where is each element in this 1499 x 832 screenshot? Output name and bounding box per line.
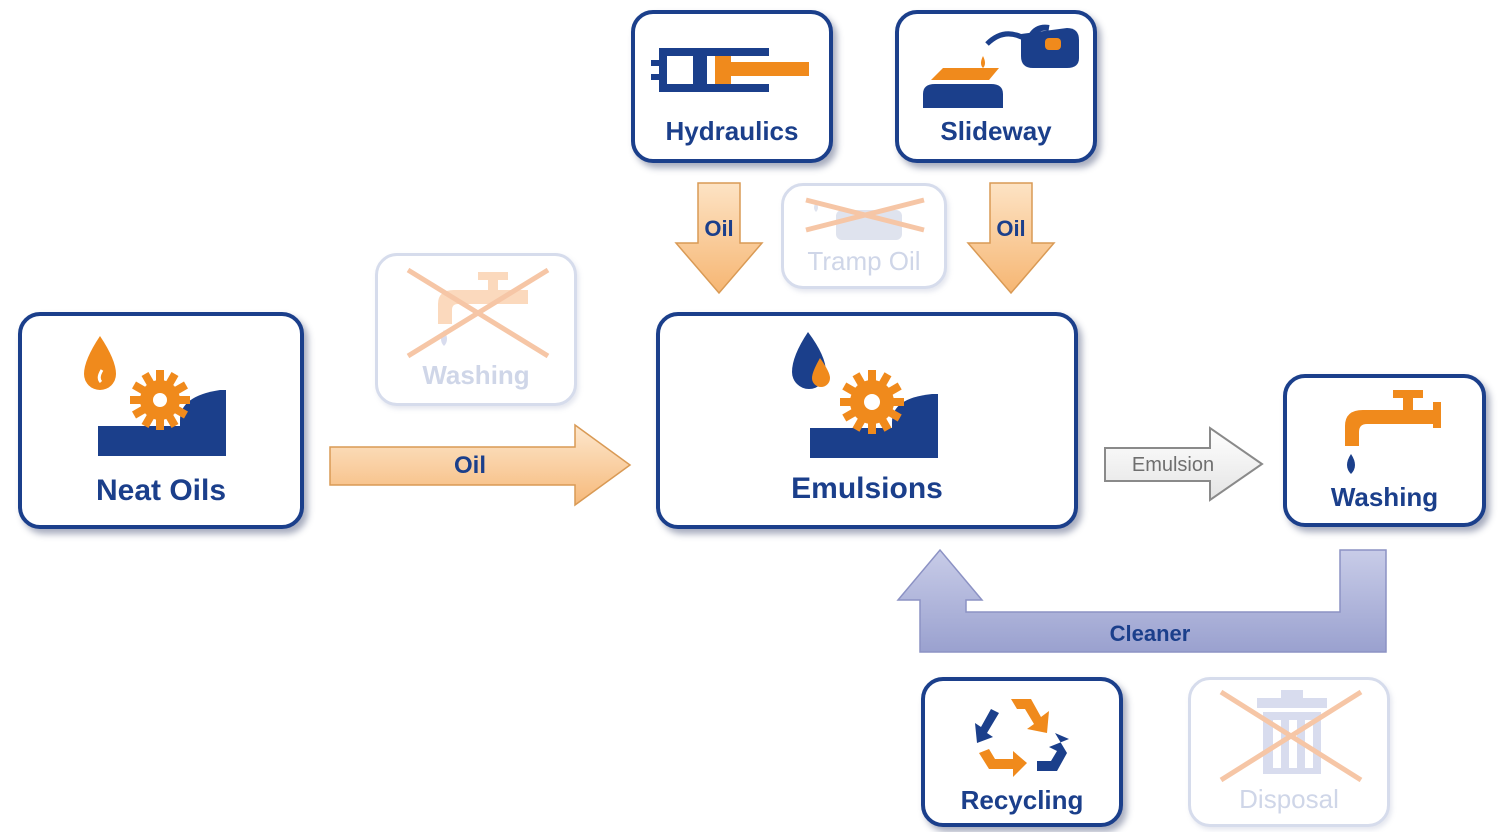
faucet-icon (1345, 390, 1441, 474)
slideway-label: Slideway (940, 116, 1052, 146)
arrow-label-oil-slideway: Oil (996, 216, 1026, 241)
emulsions-label: Emulsions (791, 472, 943, 505)
oil-arrow-hydraulics (674, 182, 764, 295)
node-disposal: Disposal (1188, 677, 1390, 827)
tramp-oil-label: Tramp Oil (807, 246, 921, 276)
hydraulics-label: Hydraulics (665, 116, 799, 146)
arrow-label-cleaner: Cleaner (1109, 621, 1191, 646)
emulsion-arrow (1104, 426, 1264, 502)
cross-icon (1219, 689, 1363, 783)
recycling-label: Recycling (960, 785, 1084, 815)
node-hydraulics: Hydraulics (631, 10, 833, 163)
washing-label: Washing (1330, 482, 1439, 512)
cleaner-arrow (896, 548, 1387, 653)
washing-excluded-label: Washing (422, 360, 530, 390)
oil-arrow-neat-to-emulsions (329, 423, 632, 507)
node-emulsions: Emulsions (656, 312, 1078, 529)
arrow-label-oil-main: Oil (453, 452, 486, 479)
disposal-label: Disposal (1239, 784, 1339, 814)
node-recycling: Recycling (921, 677, 1123, 827)
recycling-icon (975, 699, 1069, 777)
node-washing: Washing (1283, 374, 1486, 527)
oil-arrow-slideway (966, 182, 1056, 295)
hydraulic-cylinder-icon (651, 48, 809, 92)
oil-drop-saw-blade-icon (84, 336, 226, 456)
node-neat-oils: Neat Oils (18, 312, 304, 529)
node-tramp-oil: Tramp Oil (781, 183, 947, 289)
node-washing-excluded: Washing (375, 253, 577, 406)
arrow-label-oil-hydraulics: Oil (704, 216, 734, 241)
neat-oils-label: Neat Oils (95, 474, 227, 507)
slideway-oil-can-icon (923, 24, 1079, 108)
water-oil-drop-saw-blade-icon (792, 332, 938, 458)
node-slideway: Slideway (895, 10, 1097, 163)
cross-icon (406, 267, 550, 359)
cross-icon (805, 197, 925, 233)
arrow-label-emulsion: Emulsion (1131, 454, 1215, 476)
